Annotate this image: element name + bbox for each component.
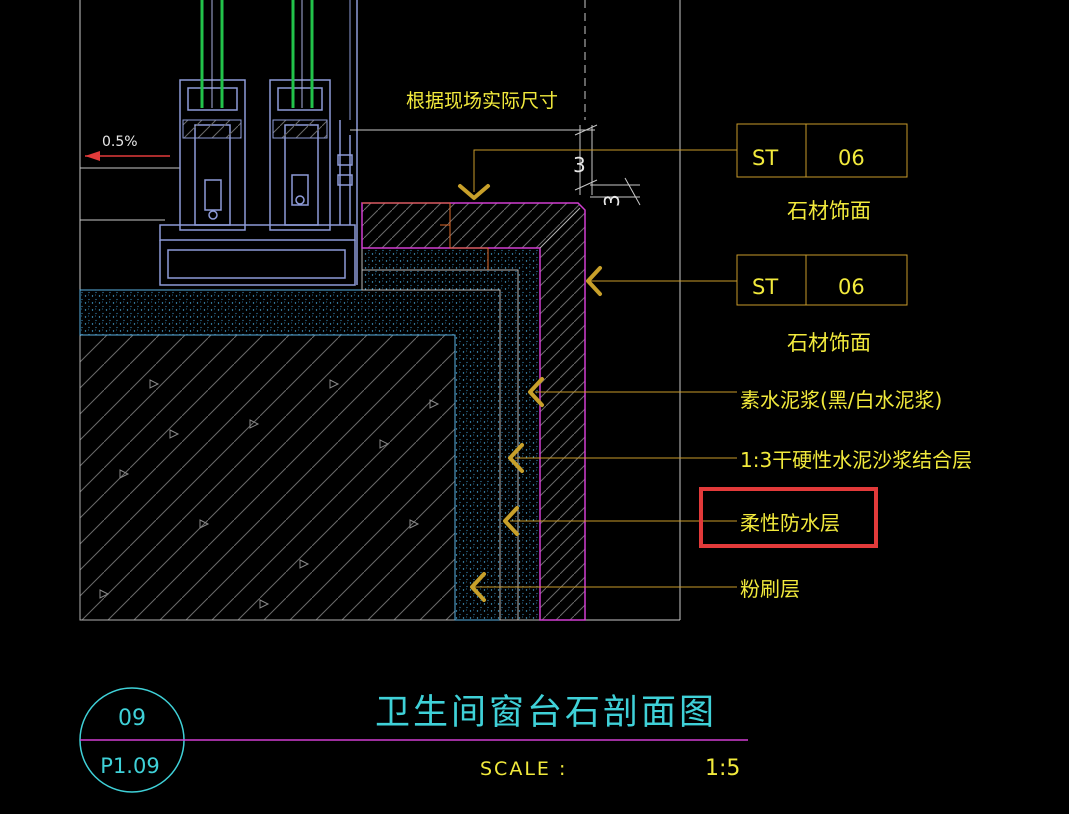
dimension-3-vertical: 3 <box>573 153 586 177</box>
layer-label-cement-slurry: 素水泥浆(黑/白水泥浆) <box>740 388 942 412</box>
chevron-left-icon <box>508 443 524 473</box>
scale-value: 1:5 <box>705 756 740 781</box>
detail-number: 09 <box>118 706 146 731</box>
frame-hatch <box>182 119 328 139</box>
chevron-left-icon <box>528 377 544 407</box>
sheet-number: P1.09 <box>100 754 159 778</box>
highlight-box <box>699 487 878 548</box>
title-block: 09 P1.09 卫生间窗台石剖面图 SCALE : 1:5 <box>79 687 748 793</box>
scale-label: SCALE : <box>480 758 567 780</box>
chevron-markers <box>458 184 602 602</box>
callout-1-code: ST <box>752 146 778 170</box>
callout-1-label: 石材饰面 <box>787 199 871 223</box>
chevron-down-icon <box>458 184 490 200</box>
chevron-left-icon <box>503 506 519 536</box>
slope-label: 0.5% <box>102 134 138 150</box>
glass-panes <box>200 0 314 108</box>
stone-inner-edge <box>539 207 581 249</box>
layer-label-waterproof: 柔性防水层 <box>740 511 840 535</box>
layer-label-plaster: 粉刷层 <box>740 577 800 601</box>
concrete-structure <box>79 334 456 621</box>
callout-2: ST 06 石材饰面 <box>590 254 908 355</box>
dimension-marks <box>574 124 641 206</box>
callout-2-number: 06 <box>838 275 865 299</box>
callout-2-code: ST <box>752 275 778 299</box>
slope-arrow <box>85 151 170 161</box>
layer-label-mortar: 1:3干硬性水泥沙浆结合层 <box>740 448 972 472</box>
stone-facing <box>361 202 586 621</box>
chevron-left-icon <box>586 266 602 296</box>
drawing-title: 卫生间窗台石剖面图 <box>375 693 717 733</box>
callout-1-number: 06 <box>838 146 865 170</box>
top-note: 根据现场实际尺寸 <box>406 90 558 112</box>
callout-1: ST 06 石材饰面 <box>473 123 908 223</box>
dimension-3-horizontal: 3 <box>600 194 624 207</box>
window-frame <box>159 79 356 286</box>
callout-2-label: 石材饰面 <box>787 331 871 355</box>
seal-detail <box>362 202 489 270</box>
chevron-left-icon <box>470 572 486 602</box>
